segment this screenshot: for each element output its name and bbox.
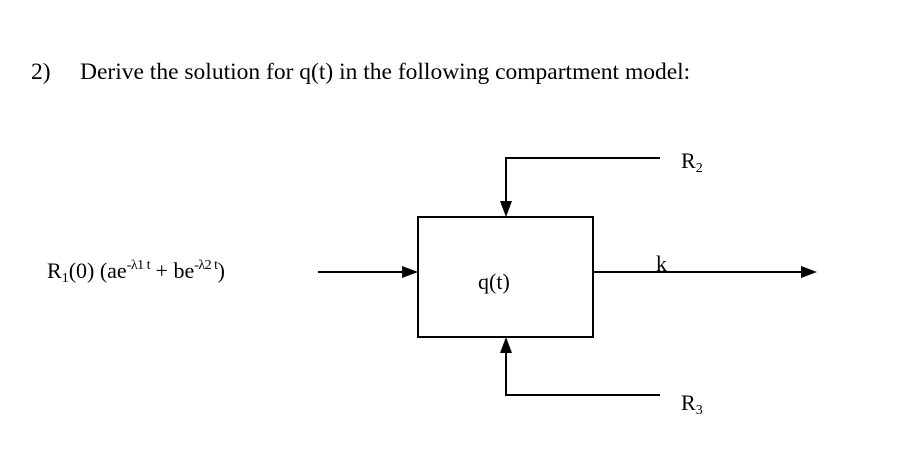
question-text: 2) Derive the solution for q(t) in the fo… [31, 57, 690, 87]
compartment-label: q(t) [478, 269, 510, 294]
top-input-arrow-head [500, 201, 512, 217]
bottom-input-label: R3 [681, 390, 703, 418]
output-rate-label: k [656, 251, 667, 276]
output-arrow-head [801, 266, 817, 278]
input-function-label: R1(0) (ae-λ1 t + be-λ2 t) [47, 258, 225, 286]
bottom-input-arrow-head [500, 337, 512, 353]
question-number: 2) [31, 59, 51, 85]
question-body: Derive the solution for q(t) in the foll… [80, 59, 691, 85]
compartment-box [417, 216, 594, 338]
top-input-label: R2 [681, 148, 703, 176]
input-arrow-head [402, 266, 418, 278]
